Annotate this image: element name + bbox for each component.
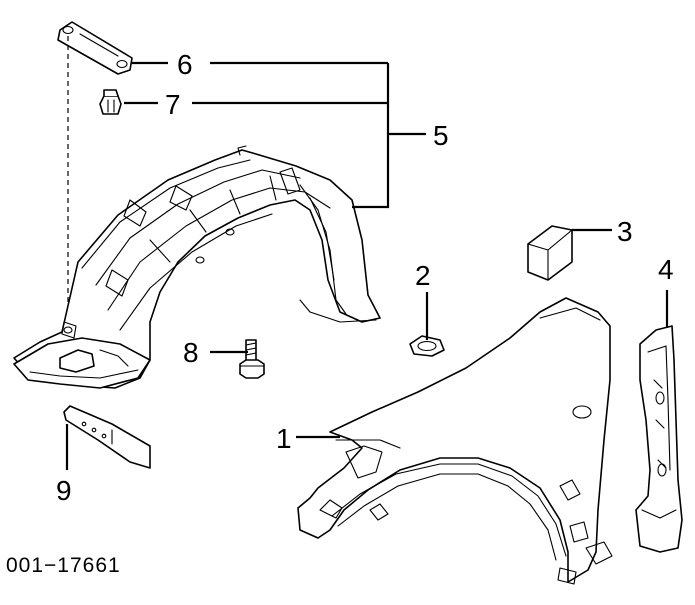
part-8-bolt [239, 339, 265, 379]
callout-7: 7 [165, 89, 181, 120]
callout-9: 9 [56, 475, 72, 506]
diagram-code: 001−17661 [6, 554, 121, 577]
part-4-rail [635, 325, 683, 553]
callout-2: 2 [415, 260, 431, 291]
part-1-fender [297, 297, 613, 585]
callout-3: 3 [617, 216, 633, 247]
part-7-clip [99, 89, 122, 115]
part-6-bracket [57, 21, 133, 75]
part-2-gasket [409, 335, 445, 357]
callout-8: 8 [183, 337, 199, 368]
callout-5: 5 [433, 120, 449, 151]
callout-4: 4 [658, 254, 674, 285]
part-5-splash-section [13, 337, 151, 389]
leader-bracket-5 [352, 63, 390, 209]
part-3-pad [527, 225, 573, 281]
part-9-strip [63, 405, 151, 469]
callout-6: 6 [177, 49, 193, 80]
part-5-fender-liner [13, 145, 381, 389]
leader-lines [65, 61, 669, 470]
callout-1: 1 [276, 423, 292, 454]
